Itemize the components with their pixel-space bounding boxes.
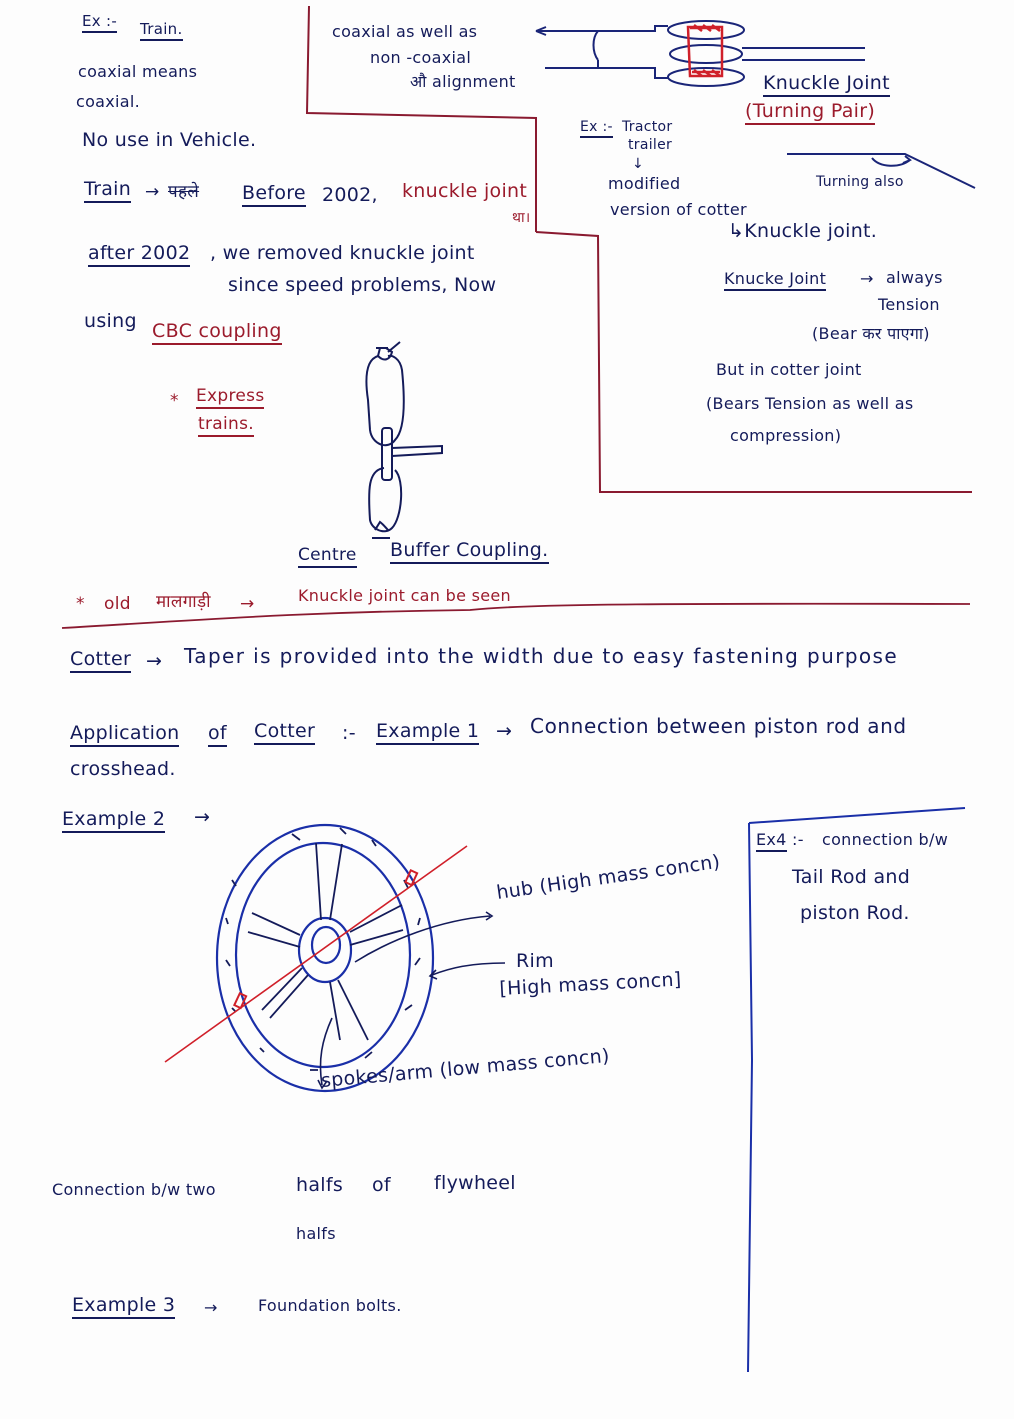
coaxial-text: coaxial. xyxy=(76,92,141,111)
but-in-cotter-joint: But in cotter joint xyxy=(716,360,862,379)
ex-label: Ex :- xyxy=(82,14,118,33)
speed-problems-text: since speed problems, Now xyxy=(228,274,497,296)
coaxial-as-well-as: coaxial as well as xyxy=(332,22,478,41)
cotter-label: Cotter xyxy=(70,650,132,673)
cotter-label-2: Cotter xyxy=(254,722,316,745)
no-use-in-vehicle: No use in Vehicle. xyxy=(82,129,257,151)
knuckle-joint-title: Knuckle Joint xyxy=(763,74,890,97)
coaxial-means: coaxial means xyxy=(78,62,198,81)
ex4-line2: Tail Rod and xyxy=(792,866,911,888)
example2-label: Example 2 xyxy=(62,810,166,833)
cotter-arrow: → xyxy=(146,650,163,672)
after-2002: after 2002 xyxy=(88,244,191,267)
ex-train: Train. xyxy=(140,22,183,41)
tension-arrow: → xyxy=(860,269,874,288)
knuckle-can-be-seen: Knuckle joint can be seen xyxy=(298,586,511,605)
foundation-bolts: Foundation bolts. xyxy=(258,1296,402,1315)
alignment-note: औ alignment xyxy=(410,72,516,91)
connection-two: Connection b/w two xyxy=(52,1180,216,1199)
example1-label: Example 1 xyxy=(376,722,480,745)
flywheel-axis-line xyxy=(164,845,468,1063)
maroon-box-outline xyxy=(305,5,972,493)
example1-text: Connection between piston rod and xyxy=(530,714,907,738)
sep: :- xyxy=(342,722,356,744)
centre-label: Centre xyxy=(298,547,357,568)
flywheel-leader-arrows xyxy=(317,911,506,1090)
example1-arrow: → xyxy=(496,720,513,742)
trains-label: trains. xyxy=(198,416,254,437)
halfs-word: halfs xyxy=(296,1174,344,1196)
old-label: old xyxy=(104,594,131,614)
ex4-sep: :- xyxy=(792,830,804,849)
ex4-box-outline xyxy=(747,807,966,1373)
hindi-pahle-struck: पहले xyxy=(168,182,200,202)
rim-label: Rim xyxy=(516,950,554,972)
ex4-line3: piston Rod. xyxy=(800,902,910,924)
buffer-coupling-label: Buffer Coupling. xyxy=(390,541,549,564)
knuckle-joint-drawing xyxy=(545,20,976,189)
before-label: Before xyxy=(242,184,306,207)
halfs-correction: halfs xyxy=(296,1224,336,1243)
train-label: Train xyxy=(84,180,132,203)
of-word: of xyxy=(372,1174,391,1196)
cbc-coupling-drawing xyxy=(365,341,443,539)
trailer-text: trailer xyxy=(628,137,673,153)
taper-text: Taper is provided into the width due to … xyxy=(184,644,899,668)
of-label: of xyxy=(208,724,227,747)
example3-arrow: → xyxy=(204,1298,218,1317)
crosshead-text: crosshead. xyxy=(70,758,176,780)
train-arrow: → xyxy=(145,182,160,202)
knuckle-joint-red: knuckle joint xyxy=(402,180,528,202)
flywheel-spokes xyxy=(225,827,421,1071)
modified-text: modified xyxy=(608,174,681,193)
ex4-line1: connection b/w xyxy=(822,830,949,849)
version-of-cotter: version of cotter xyxy=(610,200,747,219)
hindi-tha: था। xyxy=(512,210,531,226)
year-2002: 2002, xyxy=(322,184,378,206)
star-icon: * xyxy=(170,391,179,411)
knuckle-pin-red xyxy=(686,24,724,78)
express-label: Express xyxy=(196,388,265,409)
star-icon-2: * xyxy=(76,594,85,614)
tractor-text: Tractor xyxy=(622,119,673,135)
application-label: Application xyxy=(70,724,180,747)
tractor-ex-label: Ex :- xyxy=(580,120,613,138)
non-coaxial: non -coaxial xyxy=(370,48,472,67)
old-arrow: → xyxy=(240,594,255,614)
removed-knuckle-text: , we removed knuckle joint xyxy=(210,242,475,264)
cotter-slots-red xyxy=(232,868,419,1010)
using-label: using xyxy=(84,310,137,332)
turning-also-label: Turning also xyxy=(816,174,904,190)
example3-label: Example 3 xyxy=(72,1296,176,1319)
turning-pair-label: (Turning Pair) xyxy=(745,102,876,125)
down-arrow: ↓ xyxy=(632,156,645,172)
cbc-coupling: CBC coupling xyxy=(152,322,282,345)
ex4-label: Ex4 xyxy=(756,832,787,852)
always-text: always xyxy=(886,268,943,287)
bear-kar-payega: (Bear कर पाएगा) xyxy=(812,324,930,343)
knuckle-joint-label: Knucke Joint xyxy=(724,271,827,291)
flywheel-drawing xyxy=(215,823,435,1093)
flywheel-word: flywheel xyxy=(434,1172,516,1194)
bears-tension-compression: (Bears Tension as well as xyxy=(706,394,914,413)
compression-text: compression) xyxy=(730,426,842,445)
section-divider xyxy=(61,602,971,629)
tension-text: Tension xyxy=(878,295,940,314)
arrow-left xyxy=(535,26,585,36)
example2-arrow: → xyxy=(194,806,211,828)
knuckle-joint-ref: ↳Knuckle joint. xyxy=(728,220,878,242)
hindi-malgadi: मालगाड़ी xyxy=(156,592,211,612)
